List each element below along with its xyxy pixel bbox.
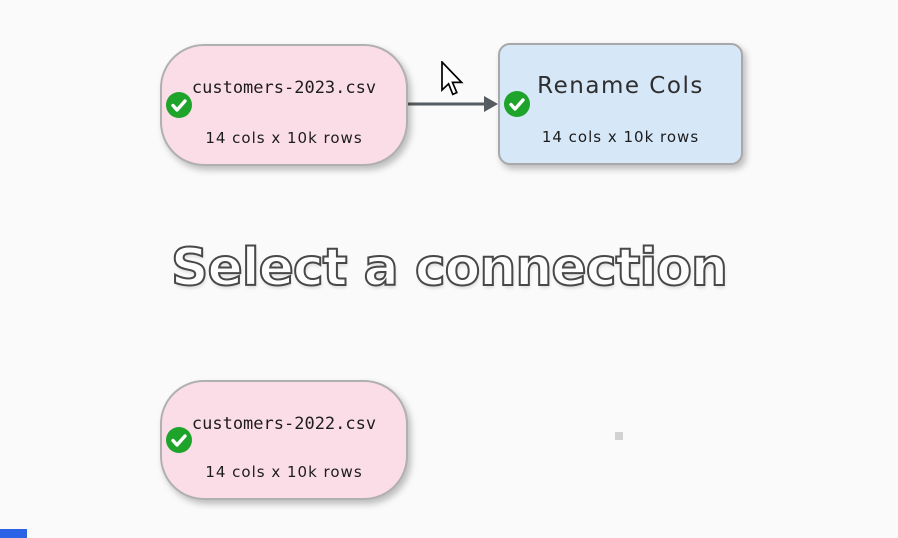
status-ok-check-icon: [166, 427, 192, 453]
status-ok-check-icon: [504, 91, 530, 117]
arrowhead-icon: [484, 96, 498, 112]
node-title: customers-2022.csv: [191, 414, 377, 434]
canvas-dot: [615, 432, 623, 440]
node-subtitle: 14 cols x 10k rows: [541, 128, 700, 146]
node-customers-2022[interactable]: customers-2022.csv 14 cols x 10k rows: [160, 380, 408, 500]
bottom-left-blue-fragment: [0, 529, 27, 538]
mouse-cursor-icon: [441, 61, 464, 96]
node-subtitle: 14 cols x 10k rows: [205, 129, 363, 147]
connection-arrow[interactable]: [400, 88, 512, 120]
node-title: customers-2023.csv: [191, 78, 377, 98]
status-ok-check-icon: [166, 92, 192, 118]
watermark-text: Select a connection: [170, 237, 729, 299]
node-rename-cols[interactable]: Rename Cols 14 cols x 10k rows: [498, 43, 743, 165]
node-subtitle: 14 cols x 10k rows: [205, 463, 363, 481]
node-customers-2023[interactable]: customers-2023.csv 14 cols x 10k rows: [160, 44, 408, 166]
node-title: Rename Cols: [537, 73, 704, 99]
